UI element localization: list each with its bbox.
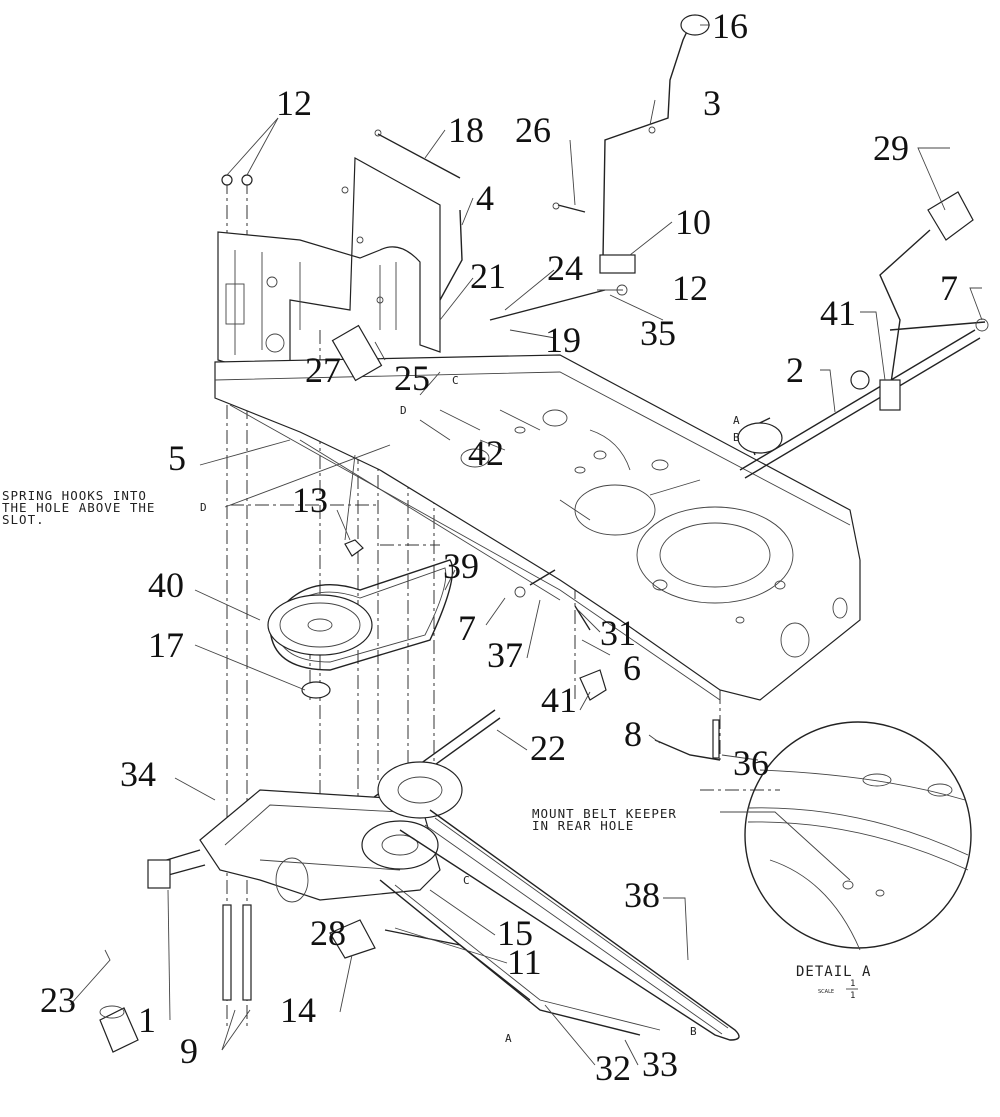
shift-lever-assembly (599, 14, 710, 296)
keeper-note-line-2: IN REAR HOLE (532, 818, 634, 833)
callout-6: 6 (623, 648, 641, 688)
callout-3: 3 (703, 83, 721, 123)
callout-10: 10 (675, 202, 711, 242)
callout-14: 14 (280, 990, 316, 1030)
detail-a-scale-label: SCALE (818, 989, 834, 995)
callout-37: 37 (487, 635, 523, 675)
callout-19: 19 (545, 320, 581, 360)
callout-24: 24 (547, 248, 583, 288)
callout-39: 39 (443, 546, 479, 586)
callout-38: 38 (624, 875, 660, 915)
callout-2: 2 (786, 350, 804, 390)
callout-15: 15 (497, 913, 533, 953)
callout-8: 8 (624, 714, 642, 754)
callout-41-mid: 41 (541, 680, 577, 720)
callout-12-right: 12 (672, 268, 708, 308)
detail-a-label: DETAIL A SCALE 1 1 (796, 964, 871, 1001)
callout-25: 25 (394, 358, 430, 398)
tractor-frame (214, 157, 861, 701)
small-hardware (221, 174, 721, 1001)
detail-a-scale-denominator: 1 (850, 991, 855, 1001)
callout-16: 17 (148, 625, 184, 665)
rods-and-springs (331, 129, 606, 382)
assembly-notes: SPRING HOOKS INTO THE HOLE ABOVE THE SLO… (2, 488, 677, 833)
belt-and-pulley (267, 539, 454, 699)
ref-letter-c-bottom: C (463, 874, 470, 887)
detail-a-view (744, 721, 972, 951)
ref-letter-b-bottom: B (690, 1025, 697, 1038)
callout-34: 35 (640, 313, 676, 353)
callout-26: 26 (515, 110, 551, 150)
keeper-note-line-1: MOUNT BELT KEEPER (532, 806, 677, 821)
ref-letter-a-bottom: A (505, 1032, 512, 1045)
callout-36: 36 (733, 743, 769, 783)
detail-a-title: DETAIL A (796, 964, 871, 980)
callout-33: 33 (642, 1044, 678, 1084)
callout-18: 18 (448, 110, 484, 150)
transaxle-assembly (99, 709, 740, 1053)
callout-41-top: 41 (820, 293, 856, 333)
callout-42: 42 (468, 433, 504, 473)
callout-35: 34 (120, 754, 156, 794)
callout-27: 27 (305, 350, 341, 390)
callout-4: 4 (476, 178, 494, 218)
callout-31: 31 (600, 613, 636, 653)
ref-letter-a-top: A (733, 414, 740, 427)
ref-letter-d-top: D (400, 404, 407, 417)
callout-22: 22 (530, 728, 566, 768)
callout-12-top: 12 (276, 83, 312, 123)
ref-letter-d-left: D (200, 501, 207, 514)
reference-letters: C D A B D C A B (200, 374, 740, 1045)
ref-letter-c-top: C (452, 374, 459, 387)
callout-23: 23 (40, 980, 76, 1020)
callout-21: 21 (470, 256, 506, 296)
pedal-assembly (737, 191, 989, 479)
callout-7-top: 7 (940, 268, 958, 308)
spring-note-line-3: SLOT. (2, 512, 45, 527)
callout-9: 9 (180, 1031, 198, 1071)
detail-a-scale-numerator: 1 (850, 979, 855, 989)
callout-32: 32 (595, 1048, 631, 1088)
callout-5: 5 (168, 438, 186, 478)
ref-letter-b-top: B (733, 431, 740, 444)
callout-13: 13 (292, 480, 328, 520)
callout-numbers: 16 12 3 18 26 29 4 10 24 21 12 7 41 35 1… (40, 6, 958, 1088)
callout-7-mid: 7 (458, 608, 476, 648)
spring-note-line-1: SPRING HOOKS INTO (2, 488, 147, 503)
callout-29: 29 (873, 128, 909, 168)
callout-11: 11 (507, 942, 542, 982)
callout-40: 40 (148, 565, 184, 605)
callout-17: 16 (712, 6, 748, 46)
callout-28: 28 (310, 913, 346, 953)
callout-1: 1 (138, 1000, 156, 1040)
spring-note-line-2: THE HOLE ABOVE THE (2, 500, 155, 515)
leader-lines (69, 24, 983, 1066)
